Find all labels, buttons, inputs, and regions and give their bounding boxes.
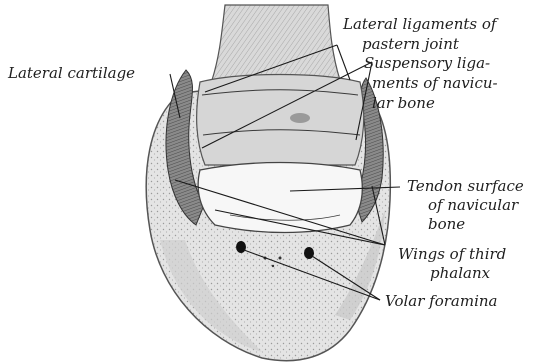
navicular-bone xyxy=(198,163,362,233)
pastern-bone xyxy=(212,5,340,80)
label-suspensory-ligaments: Suspensory liga- ments of navicu- lar bo… xyxy=(364,54,502,112)
label-wings-third-phalanx: Wings of third phalanx xyxy=(398,245,511,282)
volar-foramen-left xyxy=(236,241,246,253)
label-volar-foramina: Volar foramina xyxy=(385,292,498,310)
label-lateral-cartilage: Lateral cartilage xyxy=(7,64,135,82)
middle-phalanx xyxy=(197,75,364,166)
label-lateral-ligaments: Lateral ligaments of pastern joint xyxy=(342,15,501,53)
volar-foramen-right xyxy=(304,247,314,259)
label-tendon-surface: Tendon surface of navicular bone xyxy=(407,177,529,233)
